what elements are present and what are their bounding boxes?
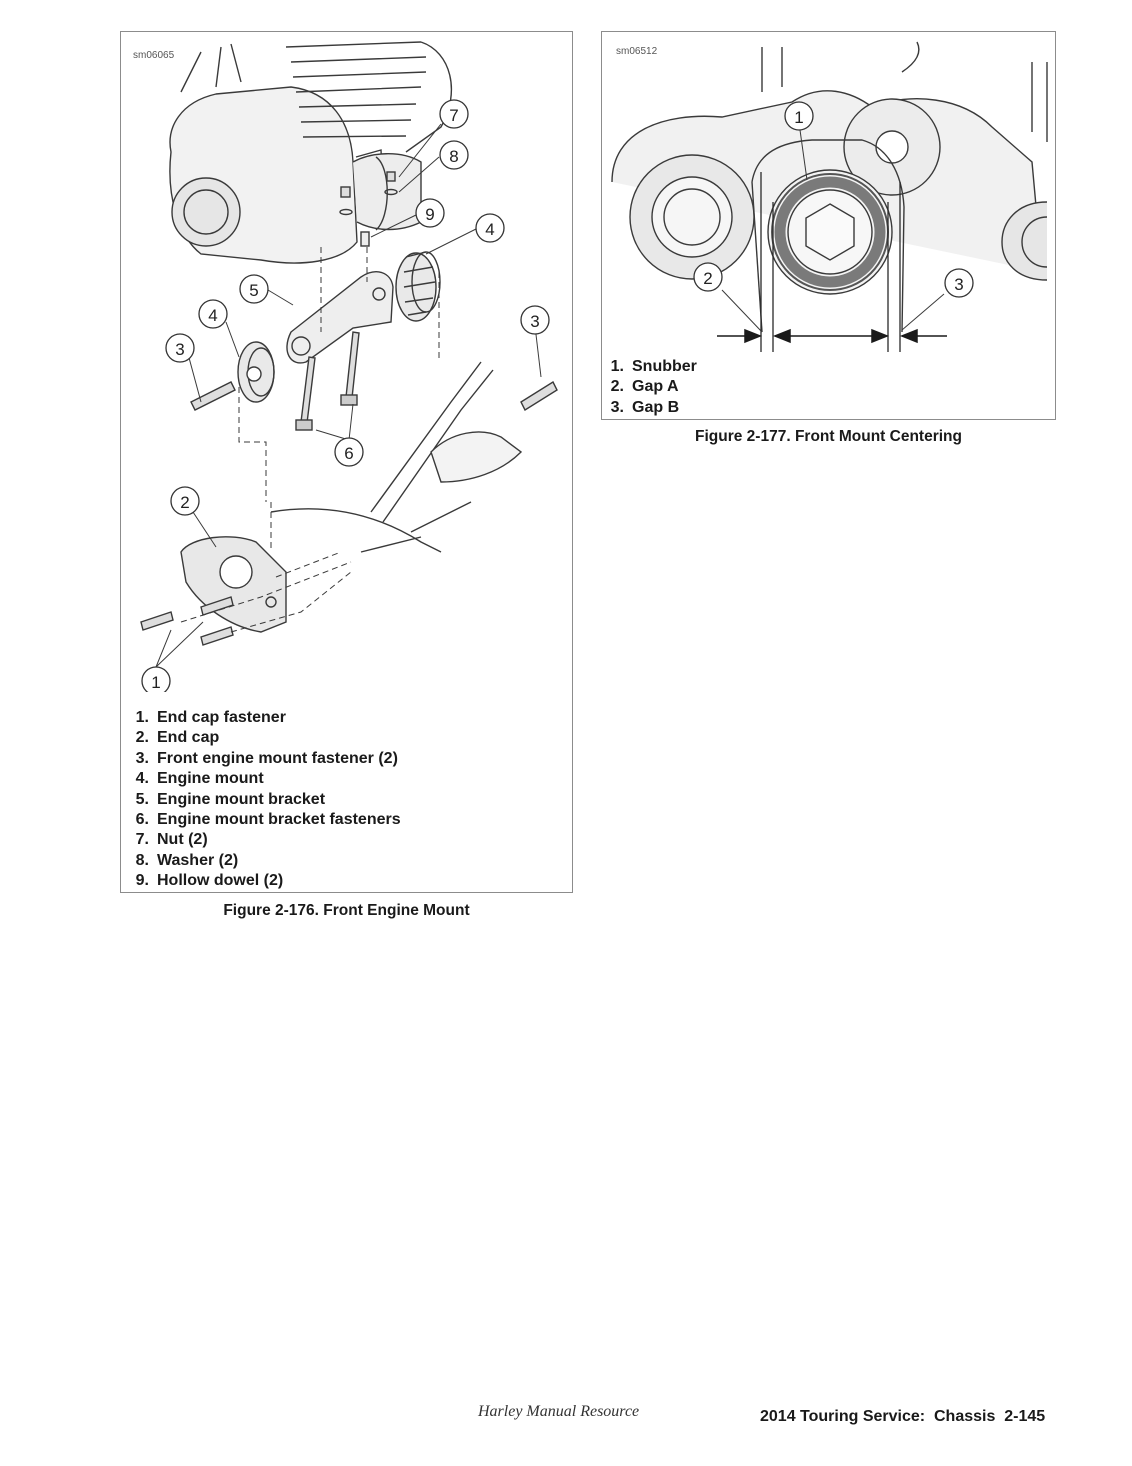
svg-text:3: 3 [954, 275, 963, 294]
washer-part [384, 188, 398, 196]
callout-4: 4 [475, 213, 505, 243]
svg-text:2: 2 [703, 269, 712, 288]
end-cap [180, 536, 287, 633]
legend-item: 7.Nut (2) [135, 831, 208, 849]
svg-text:3: 3 [530, 312, 539, 331]
legend-item: 3.Gap B [610, 398, 680, 416]
callout-5: 5 [239, 274, 269, 304]
svg-text:9: 9 [425, 205, 434, 224]
svg-text:6: 6 [344, 444, 353, 463]
svg-text:8: 8 [449, 147, 458, 166]
callout-markers: 7 8 9 4 5 4 3 3 6 2 1 [141, 99, 550, 692]
figure-legend: 1.End cap fastener 2.End cap 3.Front eng… [121, 708, 401, 892]
end-cap-fastener [200, 626, 234, 646]
callout-3: 3 [520, 305, 550, 335]
callout-8: 8 [439, 140, 469, 170]
svg-text:2: 2 [180, 493, 189, 512]
bracket-fastener [345, 331, 360, 399]
callout-2: 2 [693, 262, 723, 292]
callout-3: 3 [944, 268, 974, 298]
snubber [767, 169, 893, 295]
legend-item: 1.End cap fastener [135, 709, 286, 726]
engine-mount-left [237, 341, 275, 403]
callout-markers: 1 2 3 [693, 101, 974, 298]
legend-item: 3.Front engine mount fastener (2) [135, 749, 398, 767]
callout-1: 1 [141, 666, 171, 692]
legend-item: 9.Hollow dowel (2) [135, 872, 284, 890]
centering-drawing: 1 2 3 [611, 41, 1048, 352]
figure-legend: 1.Snubber 2.Gap A 3.Gap B [596, 357, 697, 418]
engine-mount-right [395, 251, 441, 322]
exploded-view-drawing: 7 8 9 4 5 4 3 3 6 2 1 [140, 41, 558, 692]
svg-text:4: 4 [485, 220, 494, 239]
legend-item: 4.Engine mount [135, 770, 264, 788]
callout-2: 2 [170, 486, 200, 516]
svg-text:3: 3 [175, 340, 184, 359]
legend-item: 5.Engine mount bracket [135, 790, 326, 808]
legend-item: 6.Engine mount bracket fasteners [135, 811, 401, 829]
svg-text:1: 1 [151, 673, 160, 692]
callout-7: 7 [439, 99, 469, 129]
engine-illustration [169, 41, 453, 264]
figure-front-mount-centering: sm06512 [601, 31, 1056, 420]
legend-item: 2.End cap [135, 729, 220, 747]
legend-item: 1.Snubber [610, 358, 697, 375]
callout-1: 1 [784, 101, 814, 131]
svg-text:5: 5 [249, 281, 258, 300]
bracket-fastener [300, 356, 316, 424]
washer-part [339, 208, 353, 216]
svg-text:7: 7 [449, 106, 458, 125]
front-mount-fastener [520, 380, 558, 412]
engine-mount-bracket [286, 271, 394, 364]
figure-image-id: sm06512 [616, 46, 658, 57]
legend-item: 8.Washer (2) [135, 851, 239, 869]
figure-caption: Figure 2-177. Front Mount Centering [695, 428, 962, 445]
callout-6: 6 [334, 437, 364, 467]
nut-part [386, 171, 396, 182]
footer-brand: Harley Manual Resource [478, 1403, 640, 1420]
callout-3: 3 [165, 333, 195, 363]
figure-image-id: sm06065 [133, 50, 175, 61]
page-footer: 2014 Touring Service: Chassis 2-145 [760, 1408, 1046, 1425]
callout-9: 9 [415, 198, 445, 228]
figure-front-engine-mount: sm06065 [120, 31, 573, 893]
callout-4: 4 [198, 299, 228, 329]
nut-part [340, 186, 351, 198]
hollow-dowel [360, 231, 370, 247]
end-cap-fastener [200, 596, 234, 616]
svg-text:4: 4 [208, 306, 217, 325]
svg-text:1: 1 [794, 108, 803, 127]
legend-item: 2.Gap A [610, 378, 679, 396]
end-cap-fastener [140, 611, 174, 631]
front-mount-fastener [190, 381, 236, 411]
figure-caption: Figure 2-176. Front Engine Mount [223, 902, 470, 919]
frame-illustration [270, 361, 523, 553]
